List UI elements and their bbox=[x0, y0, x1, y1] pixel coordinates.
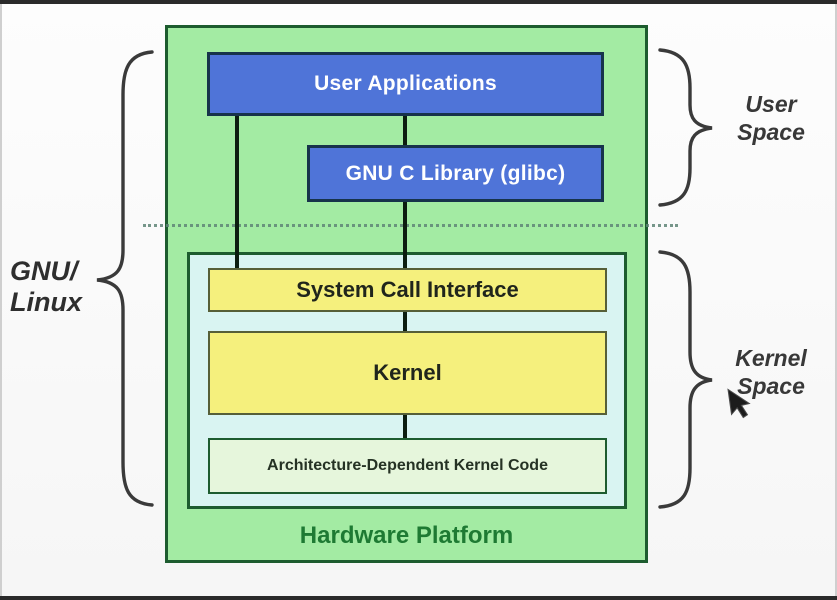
system-call-interface-box: System Call Interface bbox=[208, 268, 607, 312]
glibc-label: GNU C Library (glibc) bbox=[345, 161, 566, 185]
mouse-pointer-icon bbox=[727, 388, 751, 419]
user-space-label-line1: User bbox=[745, 91, 797, 117]
connector-kernel-to-arch bbox=[403, 413, 407, 440]
gnu-linux-label-line2: Linux bbox=[10, 287, 82, 318]
user-kernel-space-divider bbox=[143, 224, 678, 227]
glibc-box: GNU C Library (glibc) bbox=[307, 145, 604, 202]
arch-dependent-kernel-code-label: Architecture-Dependent Kernel Code bbox=[267, 457, 548, 474]
user-applications-label: User Applications bbox=[314, 72, 497, 95]
user-space-brace bbox=[658, 48, 713, 207]
connector-syscall-to-kernel bbox=[403, 310, 407, 333]
kernel-space-brace bbox=[658, 250, 713, 509]
user-space-label: User Space bbox=[723, 90, 819, 146]
user-applications-box: User Applications bbox=[207, 52, 604, 116]
frame-border-top bbox=[0, 0, 837, 4]
hardware-platform-label: Hardware Platform bbox=[299, 522, 514, 549]
kernel-space-label: Kernel Space bbox=[721, 344, 821, 400]
arch-dependent-kernel-code-box: Architecture-Dependent Kernel Code bbox=[208, 438, 607, 494]
gnu-linux-brace bbox=[96, 50, 154, 507]
frame-border-left bbox=[0, 4, 2, 596]
gnu-linux-label-line1: GNU/ bbox=[10, 256, 78, 286]
user-space-label-line2: Space bbox=[737, 119, 805, 146]
connector-glibc-to-syscall bbox=[403, 200, 407, 270]
kernel-box: Kernel bbox=[208, 331, 607, 415]
connector-apps-to-syscall bbox=[235, 114, 239, 270]
kernel-space-label-line2: Space bbox=[737, 373, 805, 400]
kernel-label: Kernel bbox=[373, 360, 442, 385]
connector-apps-to-glibc bbox=[403, 114, 407, 147]
kernel-space-label-line1: Kernel bbox=[735, 345, 807, 371]
frame-border-right bbox=[835, 4, 837, 596]
system-call-interface-label: System Call Interface bbox=[296, 277, 519, 302]
frame-border-bottom bbox=[0, 596, 837, 600]
gnu-linux-label: GNU/ Linux bbox=[10, 256, 110, 318]
